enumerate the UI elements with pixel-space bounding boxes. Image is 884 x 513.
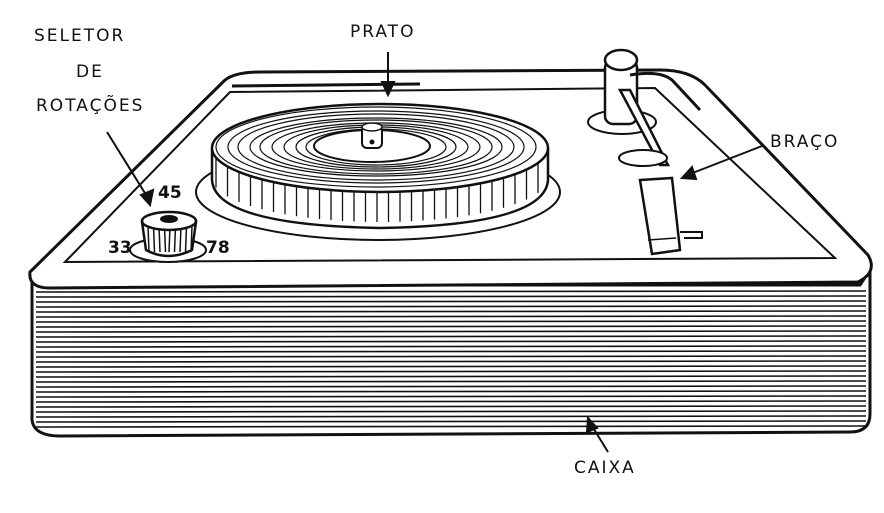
selector-label-line2: DE (76, 62, 104, 82)
selector-label-line3: ROTAÇÕES (36, 96, 145, 116)
arm-arrowhead (679, 165, 698, 181)
case-label: CAIXA (574, 458, 636, 478)
plate-label: PRATO (350, 22, 416, 42)
case-leader (591, 425, 609, 453)
platter (195, 102, 561, 241)
label-leaders (106, 52, 763, 453)
selector-label-line1: SELETOR (34, 26, 126, 46)
arm-label: BRAÇO (770, 132, 840, 152)
tonearm (587, 48, 703, 256)
speed-33-label: 33 (108, 238, 132, 258)
selector-arrowhead (139, 188, 155, 208)
case-arrowhead (585, 415, 599, 434)
plate-arrowhead (380, 81, 396, 98)
arm-leader (689, 145, 763, 175)
speed-78-label: 78 (206, 238, 230, 258)
selector-leader (106, 131, 149, 199)
speed-selector-knob (129, 210, 207, 263)
case-body (30, 265, 872, 438)
speed-45-label: 45 (158, 183, 182, 203)
